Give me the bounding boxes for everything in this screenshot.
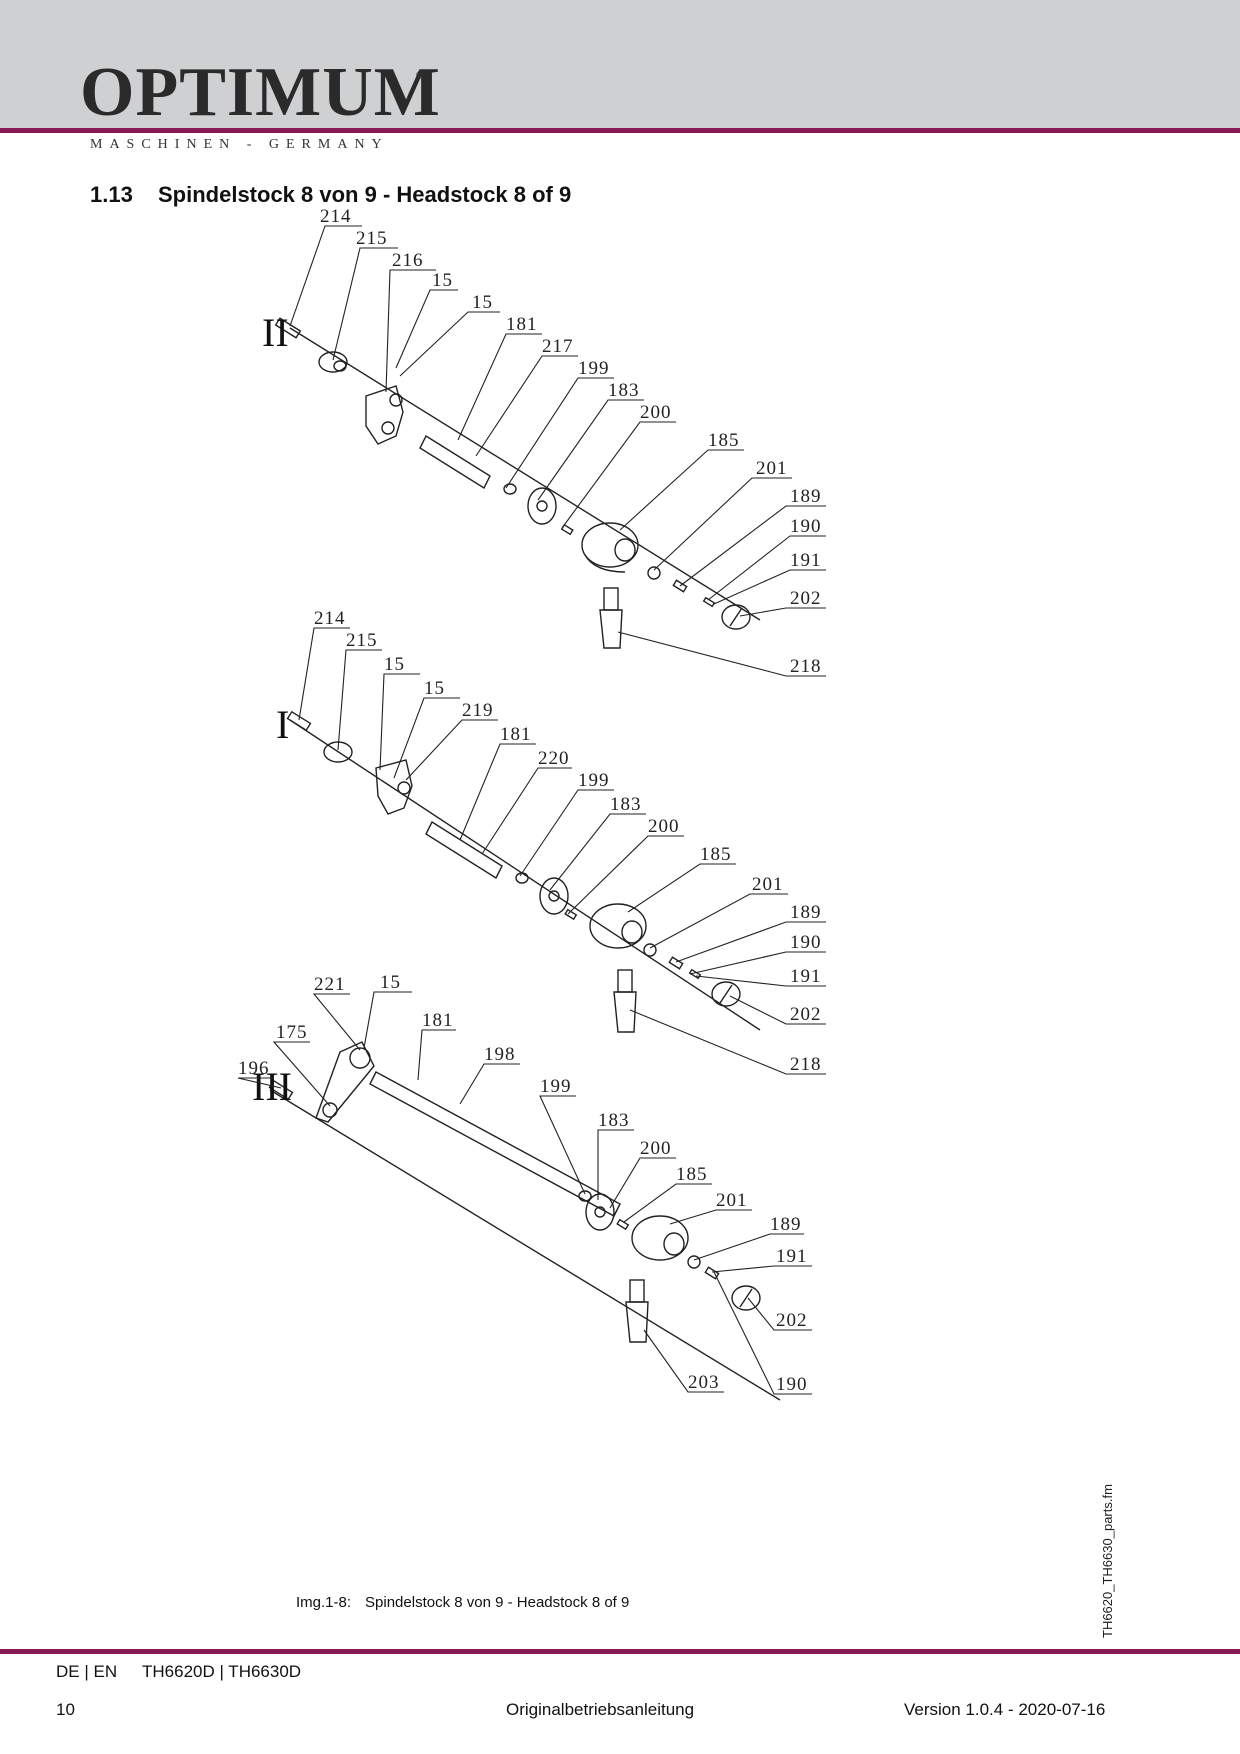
part-label: 185 xyxy=(700,844,732,865)
part-label: 215 xyxy=(346,630,378,651)
part-label: 183 xyxy=(598,1110,630,1131)
part-label: 15 xyxy=(424,678,445,699)
part-label: 15 xyxy=(384,654,405,675)
part-label: 202 xyxy=(776,1310,808,1331)
footer-document: Originalbetriebsanleitung xyxy=(506,1700,695,1719)
header-band xyxy=(0,0,1240,128)
page-number: 10 xyxy=(56,1700,75,1719)
part-label: 201 xyxy=(752,874,784,895)
part-label: 214 xyxy=(320,206,352,227)
part-label: 189 xyxy=(790,486,822,507)
assembly-i-roman: I xyxy=(276,702,289,747)
part-label: 191 xyxy=(790,550,822,571)
footer-models: TH6620D | TH6630D xyxy=(142,1662,302,1681)
part-label: 181 xyxy=(506,314,538,335)
part-label: 15 xyxy=(380,972,401,993)
part-label: 202 xyxy=(790,588,822,609)
section-title: 1.13 Spindelstock 8 von 9 - Headstock 8 o… xyxy=(90,182,571,208)
part-label: 202 xyxy=(790,1004,822,1025)
figure-caption: Img.1-8: Spindelstock 8 von 9 - Headstock… xyxy=(296,1594,629,1611)
part-label: 220 xyxy=(538,748,570,769)
part-label: 216 xyxy=(392,250,424,271)
part-label: 15 xyxy=(432,270,453,291)
part-label: 221 xyxy=(314,974,346,995)
assembly-iii xyxy=(268,1041,781,1401)
footer-rule xyxy=(0,1649,1240,1654)
footer-version: Version 1.0.4 - 2020-07-16 xyxy=(904,1700,1106,1719)
part-label: 201 xyxy=(716,1190,748,1211)
source-file-label: TH6620_TH6630_parts.fm xyxy=(1100,1484,1115,1638)
part-label: 15 xyxy=(472,292,493,313)
part-label: 200 xyxy=(640,402,672,423)
part-label: 215 xyxy=(356,228,388,249)
section-heading: Spindelstock 8 von 9 - Headstock 8 of 9 xyxy=(158,182,572,207)
part-labels: 214 215 216 15 15 181 217 199 183 200 18… xyxy=(238,206,822,1395)
part-label: 185 xyxy=(708,430,740,451)
part-label: 199 xyxy=(578,358,610,379)
part-label: 190 xyxy=(776,1374,808,1395)
part-label: 217 xyxy=(542,336,574,357)
part-label: 219 xyxy=(462,700,494,721)
part-label: 218 xyxy=(790,1054,822,1075)
brand-tagline: MASCHINEN - GERMANY xyxy=(90,137,389,152)
brand-logo: OPTIMUM xyxy=(80,54,441,131)
footer-languages: DE | EN xyxy=(56,1662,118,1681)
part-label: 196 xyxy=(238,1058,270,1079)
part-label: 218 xyxy=(790,656,822,677)
part-label: 199 xyxy=(540,1076,572,1097)
caption-text: Spindelstock 8 von 9 - Headstock 8 of 9 xyxy=(365,1594,630,1611)
part-label: 183 xyxy=(610,794,642,815)
exploded-parts-diagram: II I III xyxy=(237,206,826,1401)
part-label: 191 xyxy=(776,1246,808,1267)
part-label: 175 xyxy=(276,1022,308,1043)
part-label: 190 xyxy=(790,932,822,953)
part-label: 189 xyxy=(770,1214,802,1235)
part-label: 185 xyxy=(676,1164,708,1185)
part-label: 201 xyxy=(756,458,788,479)
section-number: 1.13 xyxy=(90,182,133,207)
part-label: 200 xyxy=(640,1138,672,1159)
part-label: 203 xyxy=(688,1372,720,1393)
part-label: 198 xyxy=(484,1044,516,1065)
part-label: 199 xyxy=(578,770,610,791)
registered-mark: ® xyxy=(416,70,425,82)
assembly-iii-roman: III xyxy=(252,1064,292,1109)
caption-prefix: Img.1-8: xyxy=(296,1594,352,1611)
part-label: 181 xyxy=(500,724,532,745)
part-label: 181 xyxy=(422,1010,454,1031)
assembly-ii-roman: II xyxy=(262,310,289,355)
part-label: 200 xyxy=(648,816,680,837)
part-label: 214 xyxy=(314,608,346,629)
header-rule xyxy=(0,128,1240,133)
part-label: 191 xyxy=(790,966,822,987)
part-label: 189 xyxy=(790,902,822,923)
part-label: 183 xyxy=(608,380,640,401)
assembly-ii xyxy=(274,317,761,649)
assembly-i xyxy=(286,710,761,1033)
part-label: 190 xyxy=(790,516,822,537)
